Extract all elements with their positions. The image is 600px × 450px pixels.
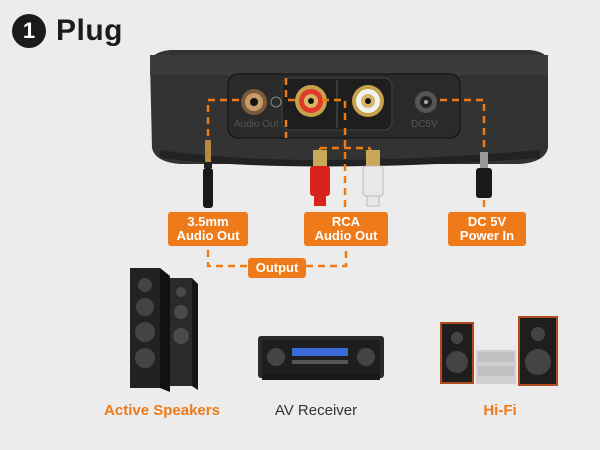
port-label-audio-out: Audio Out [234,119,279,130]
aux-plug-icon [203,140,213,208]
badge-aux-audio-out: 3.5mm Audio Out [168,212,248,246]
badge-dc-line2: Power In [459,228,515,243]
badge-dc-power-in: DC 5V Power In [448,212,526,246]
port-label-dc: DC5V [411,119,438,130]
badge-rca-line1: RCA [331,214,361,229]
rca-white-plug-icon [362,150,384,207]
label-hifi: Hi-Fi [483,402,517,419]
page-title: Plug [56,14,123,47]
badge-rca-line2: Audio Out [314,228,378,243]
hifi-icon [440,316,558,386]
receiver-icon [258,336,384,380]
rca-white-jack-icon [352,85,384,117]
label-av-receiver: AV Receiver [274,402,358,419]
step-number-badge: 1 [12,14,46,48]
aux-jack-icon [241,89,282,115]
badge-aux-line1: 3.5mm [187,214,229,229]
badge-rca-audio-out: RCA Audio Out [304,212,388,246]
label-active-speakers: Active Speakers [104,402,220,419]
dc-plug-icon [476,152,492,198]
dc-jack-icon [415,91,437,113]
speakers-icon [130,268,198,392]
badge-dc-line1: DC 5V [467,214,507,229]
rca-red-plug-icon [310,150,330,206]
title-row: 1 Plug [12,14,123,48]
badge-aux-line2: Audio Out [176,228,240,243]
rca-red-jack-icon [295,85,327,117]
badge-output: Output [248,258,306,278]
